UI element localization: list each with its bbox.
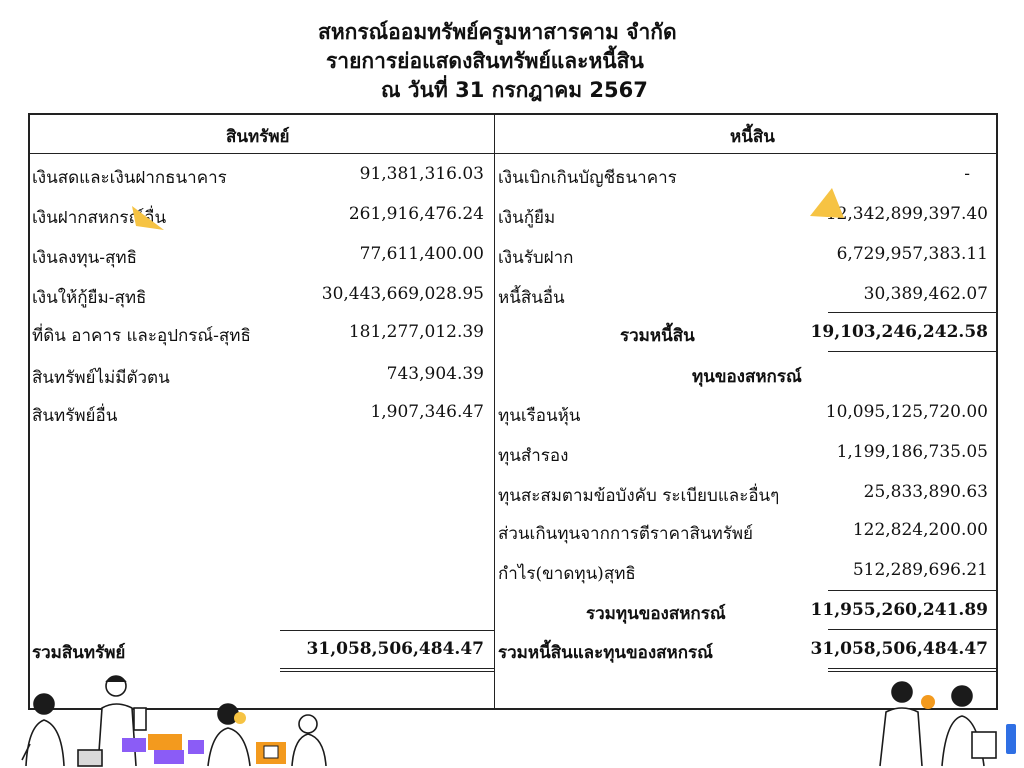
liability-label: หนี้สินอื่น bbox=[498, 288, 565, 308]
asset-label: เงินฝากสหกรณ์อื่น bbox=[32, 208, 167, 228]
asset-label: เงินสดและเงินฝากธนาคาร bbox=[32, 168, 227, 188]
equity-label: ส่วนเกินทุนจากการตีราคาสินทรัพย์ bbox=[498, 524, 753, 544]
grand-total-value: 31,058,506,484.47 bbox=[810, 639, 988, 659]
document-subtitle: รายการย่อแสดงสินทรัพย์และหนี้สิน bbox=[326, 49, 644, 73]
grand-total-label: รวมหนี้สินและทุนของสหกรณ์ bbox=[498, 643, 713, 663]
asset-label: ที่ดิน อาคาร และอุปกรณ์-สุทธิ bbox=[32, 326, 251, 346]
asset-label: สินทรัพย์ไม่มีตัวตน bbox=[32, 368, 170, 388]
equity-header: ทุนของสหกรณ์ bbox=[692, 367, 802, 387]
equity-value: 1,199,186,735.05 bbox=[836, 442, 988, 462]
yellow-triangle-icon bbox=[810, 188, 844, 218]
asset-value: 77,611,400.00 bbox=[359, 244, 484, 264]
grand-total-double-rule bbox=[828, 668, 998, 672]
yellow-triangle-icon bbox=[132, 206, 164, 230]
assets-total-value: 31,058,506,484.47 bbox=[306, 639, 484, 659]
liabilities-header: หนี้สิน bbox=[730, 127, 775, 147]
liability-label: เงินเบิกเกินบัญชีธนาคาร bbox=[498, 168, 677, 188]
asset-label: เงินลงทุน-สุทธิ bbox=[32, 248, 137, 268]
liabilities-total-underline bbox=[828, 351, 998, 352]
liabilities-total-rule bbox=[828, 312, 998, 313]
assets-total-double-rule bbox=[280, 668, 494, 672]
equity-value: 10,095,125,720.00 bbox=[825, 402, 988, 422]
equity-value: 122,824,200.00 bbox=[852, 520, 988, 540]
liabilities-total-label: รวมหนี้สิน bbox=[620, 326, 695, 346]
asset-value: 91,381,316.03 bbox=[359, 164, 484, 184]
liability-label: เงินรับฝาก bbox=[498, 248, 574, 268]
assets-total-rule bbox=[280, 630, 494, 631]
assets-header: สินทรัพย์ bbox=[226, 127, 290, 147]
liability-value: 6,729,957,383.11 bbox=[836, 244, 988, 264]
equity-label: ทุนสะสมตามข้อบังคับ ระเบียบและอื่นๆ bbox=[498, 486, 780, 506]
equity-total-rule bbox=[828, 590, 998, 591]
people-illustration-icon bbox=[21, 675, 327, 767]
asset-label: เงินให้กู้ยืม-สุทธิ bbox=[32, 288, 147, 308]
team-illustration-icon bbox=[879, 681, 1016, 767]
asset-label: สินทรัพย์อื่น bbox=[32, 406, 118, 426]
asset-value: 743,904.39 bbox=[386, 364, 484, 384]
asset-value: 1,907,346.47 bbox=[370, 402, 484, 422]
liability-value: 30,389,462.07 bbox=[863, 284, 988, 304]
asset-value: 181,277,012.39 bbox=[348, 322, 484, 342]
equity-total-value: 11,955,260,241.89 bbox=[810, 600, 988, 620]
liability-label: เงินกู้ยืม bbox=[498, 208, 556, 228]
asset-value: 30,443,669,028.95 bbox=[321, 284, 484, 304]
liability-value: - bbox=[964, 164, 970, 184]
equity-label: กำไร(ขาดทุน)สุทธิ bbox=[498, 564, 636, 584]
balance-sheet-table: สินทรัพย์ หนี้สิน เงินสดและเงินฝากธนาคาร… bbox=[28, 113, 998, 710]
column-divider bbox=[494, 115, 495, 708]
liabilities-total-value: 19,103,246,242.58 bbox=[810, 322, 988, 342]
equity-value: 25,833,890.63 bbox=[863, 482, 988, 502]
liability-value: 12,342,899,397.40 bbox=[825, 204, 988, 224]
equity-label: ทุนสำรอง bbox=[498, 446, 569, 466]
document-title: สหกรณ์ออมทรัพย์ครูมหาสารคาม จำกัด bbox=[318, 20, 677, 44]
asset-value: 261,916,476.24 bbox=[348, 204, 484, 224]
equity-total-label: รวมทุนของสหกรณ์ bbox=[586, 604, 726, 624]
equity-label: ทุนเรือนหุ้น bbox=[498, 406, 581, 426]
header-divider bbox=[30, 153, 996, 154]
document-date: ณ วันที่ 31 กรกฎาคม 2567 bbox=[381, 78, 648, 102]
assets-total-label: รวมสินทรัพย์ bbox=[32, 643, 126, 663]
equity-total-underline bbox=[828, 629, 998, 630]
equity-value: 512,289,696.21 bbox=[852, 560, 988, 580]
